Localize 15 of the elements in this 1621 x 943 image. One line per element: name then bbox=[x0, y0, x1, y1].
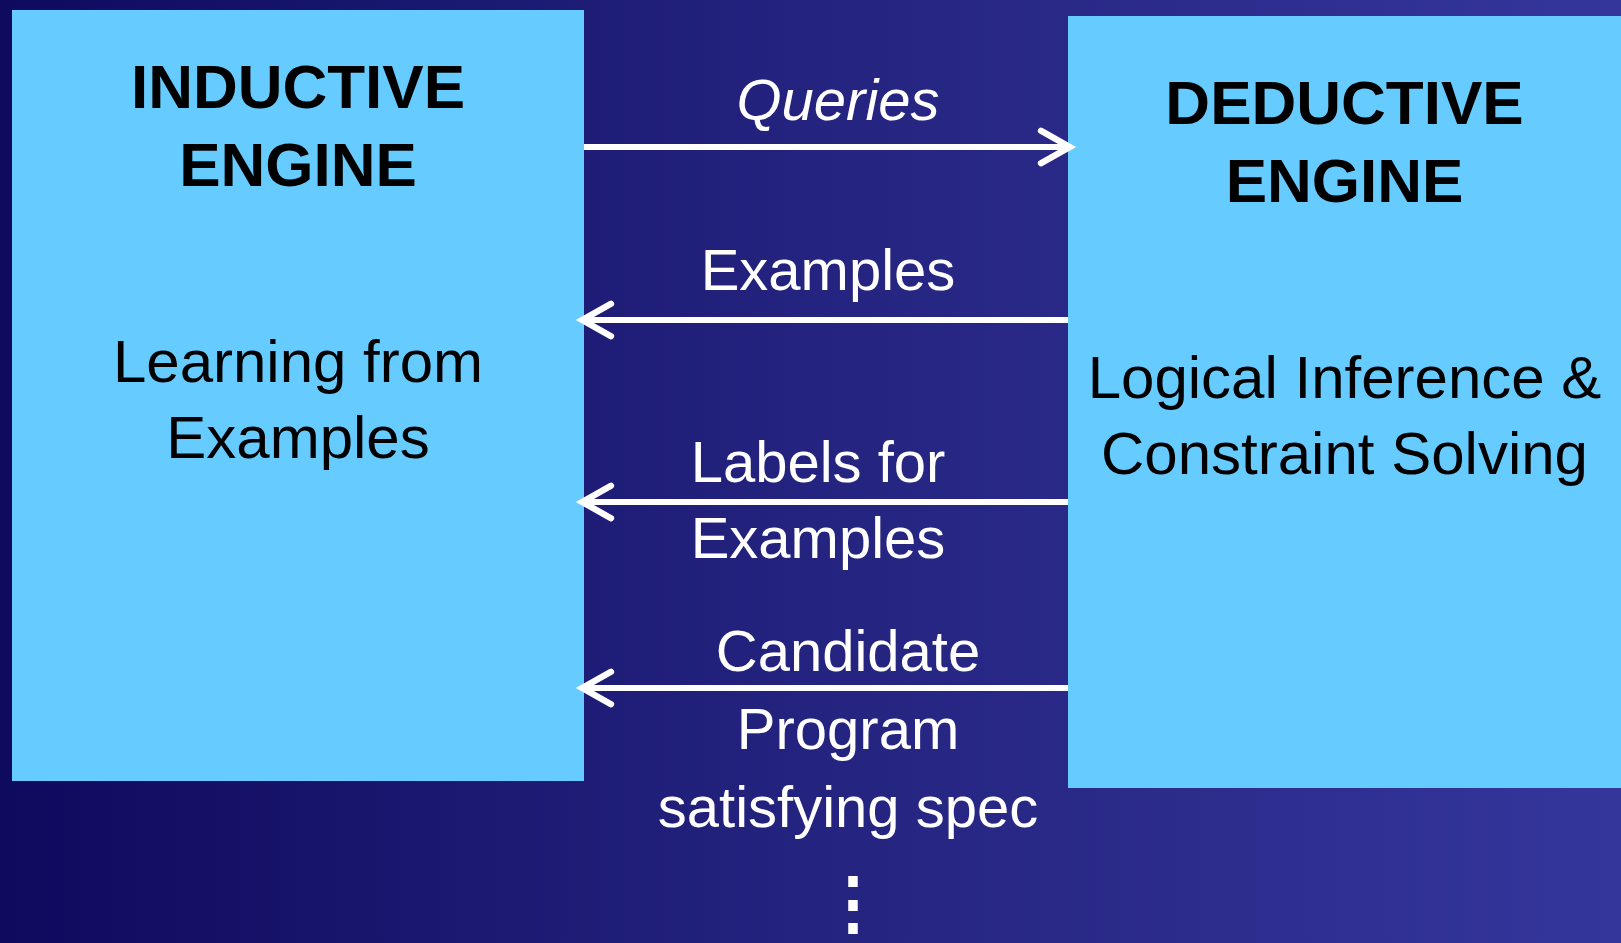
engine-title: INDUCTIVE ENGINE bbox=[129, 51, 467, 201]
engine-description: Logical Inference & Constraint Solving bbox=[1086, 343, 1603, 489]
arrow bbox=[584, 127, 1073, 167]
continuation-dots: ⋮ bbox=[818, 868, 888, 938]
engine-box bbox=[12, 10, 584, 781]
edge-label: Queries bbox=[735, 66, 941, 134]
edge-label: Labels for Examples bbox=[689, 428, 947, 572]
engine-description: Learning from Examples bbox=[111, 327, 485, 473]
edge-label: Examples bbox=[699, 236, 957, 304]
arrow bbox=[579, 300, 1068, 340]
engine-box bbox=[1068, 16, 1621, 788]
engine-title: DEDUCTIVE ENGINE bbox=[1164, 67, 1525, 217]
arrow bbox=[579, 668, 1068, 708]
edge-label: Candidate Program satisfying spec bbox=[656, 617, 1040, 841]
arrow bbox=[579, 482, 1068, 522]
